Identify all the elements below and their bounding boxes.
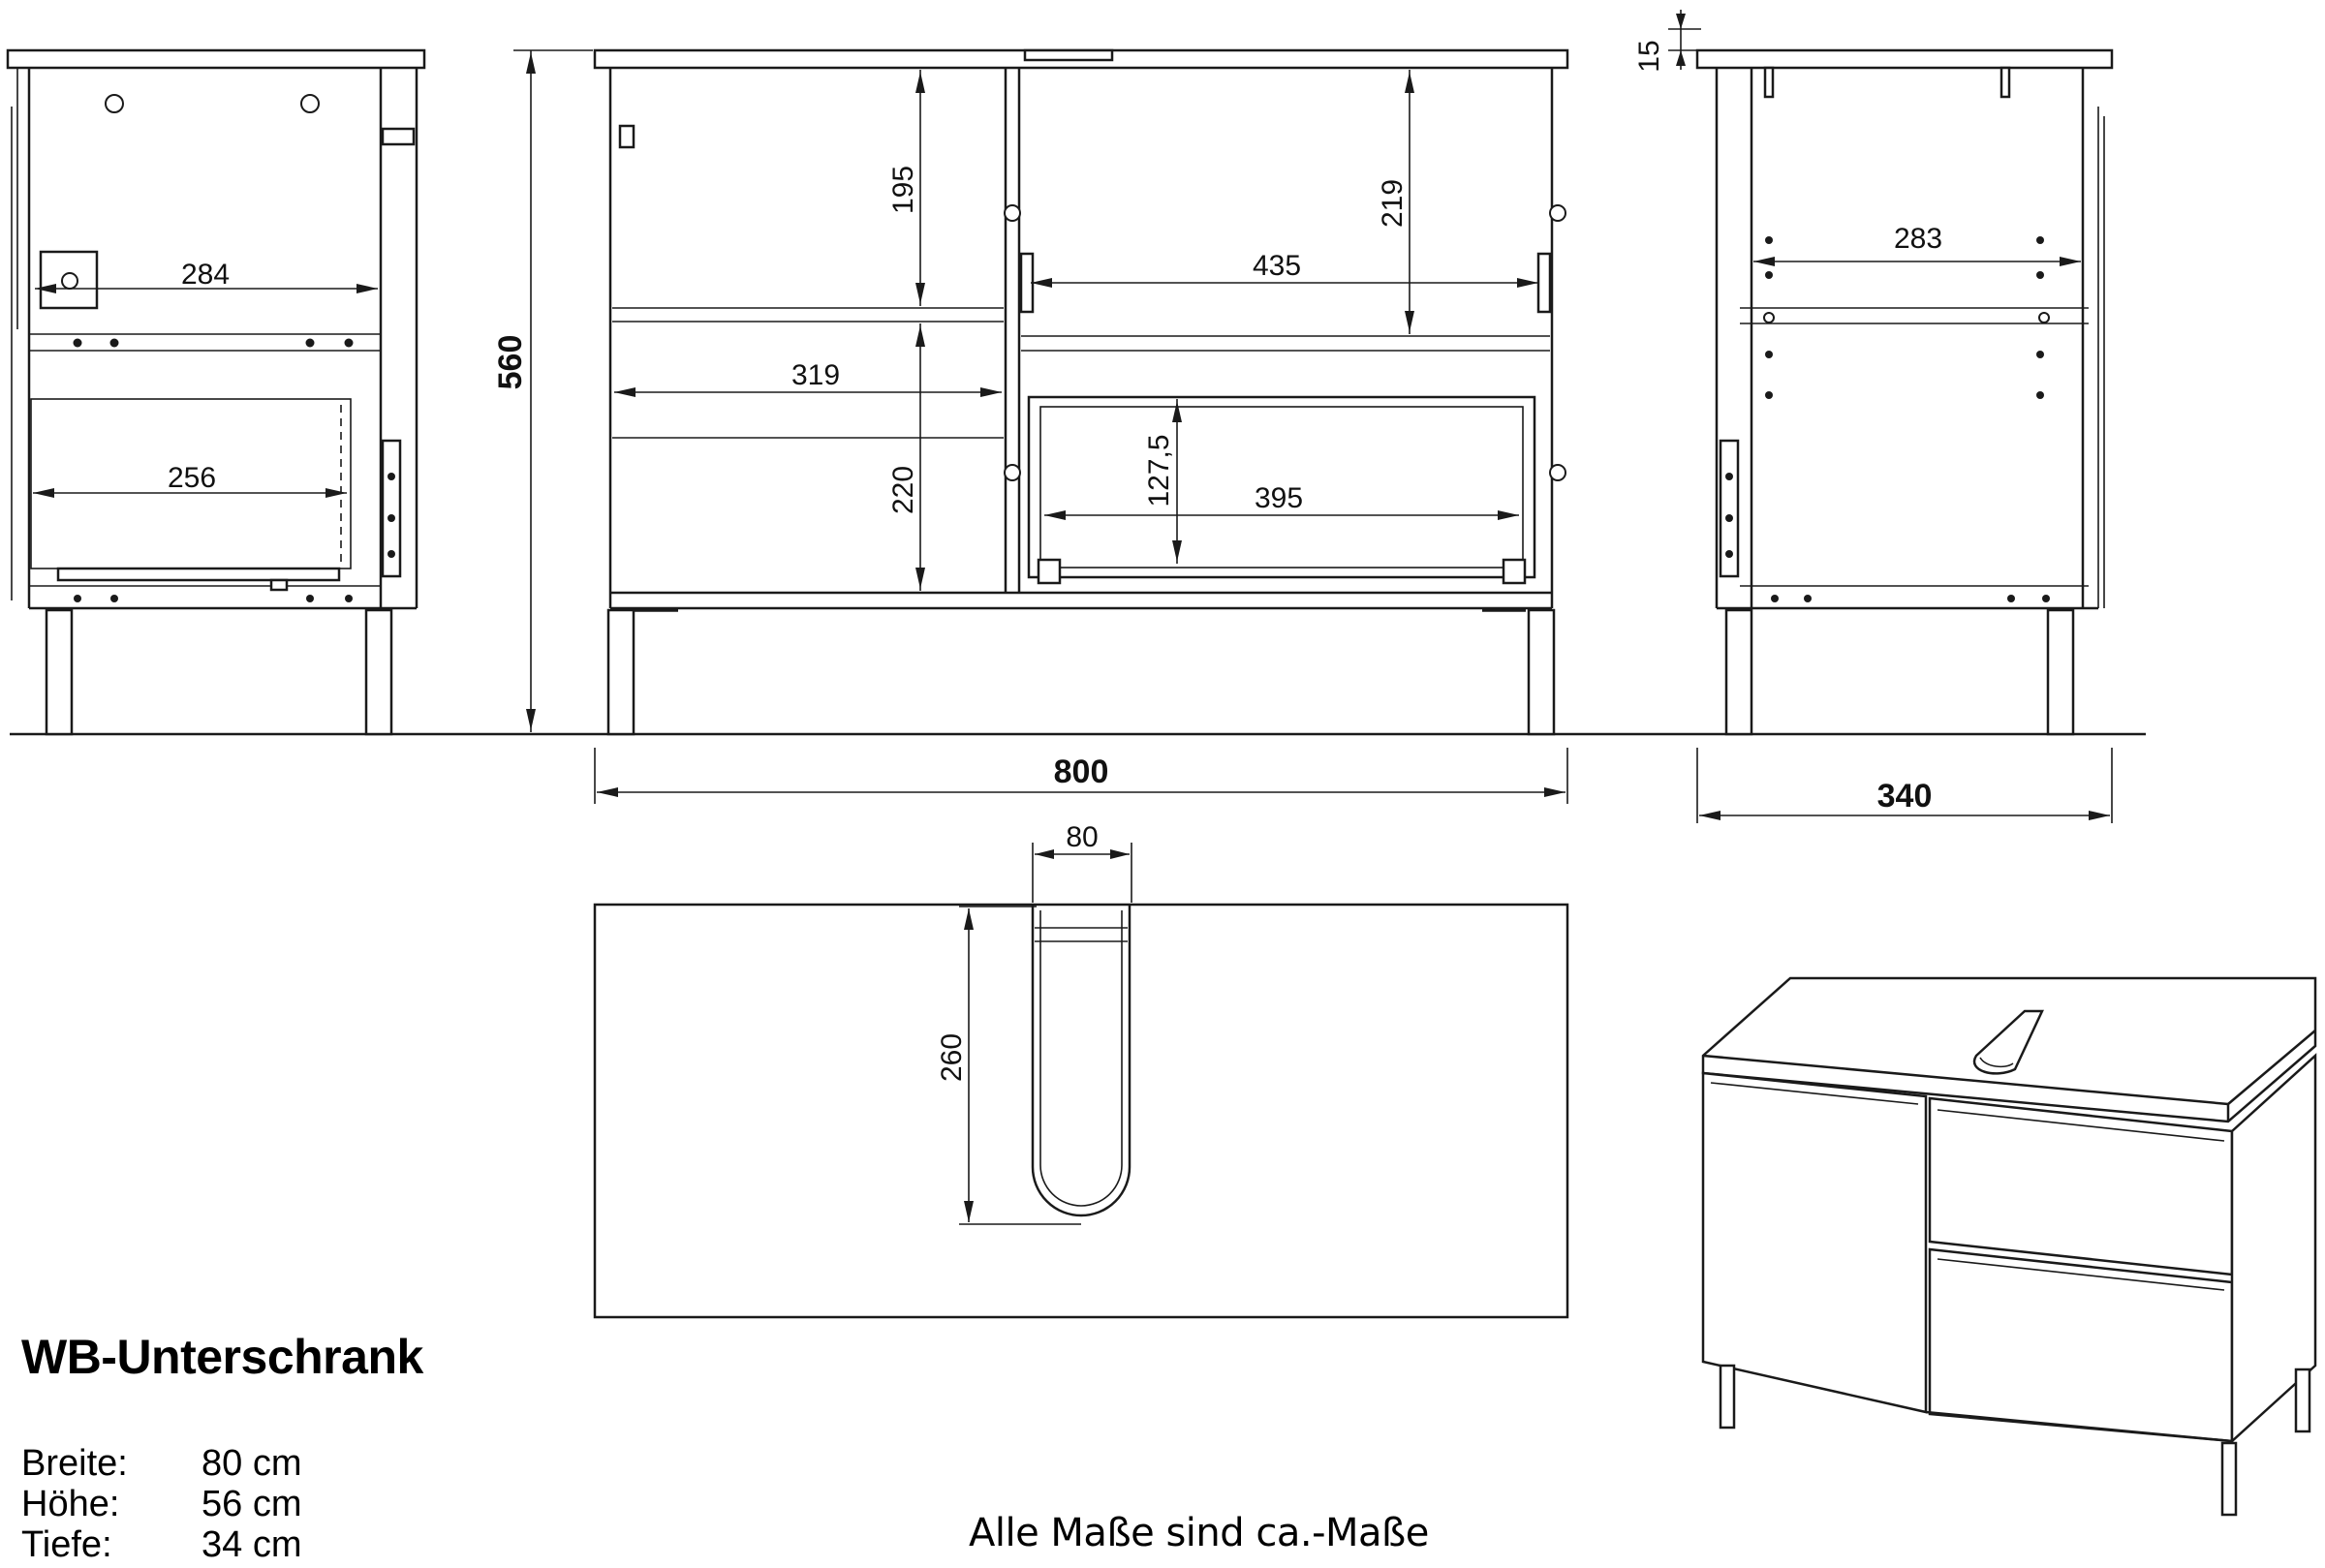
- dim-cutout-depth: 260: [936, 1033, 968, 1082]
- spec-label-depth: Tiefe:: [21, 1524, 112, 1565]
- dim-cutout-width: 80: [1066, 821, 1098, 853]
- dim-side-left-shelf: 284: [181, 259, 230, 291]
- dim-drawer-width: 395: [1255, 482, 1303, 514]
- top-view: 80 260: [593, 821, 1569, 1319]
- measurement-note: Alle Maße sind ca.-Maße: [969, 1511, 1429, 1555]
- dim-side-right-shelf: 283: [1894, 223, 1942, 255]
- spec-value-height: 56 cm: [202, 1484, 302, 1524]
- spec-value-depth: 34 cm: [202, 1524, 302, 1565]
- dim-front-top-left: 195: [887, 166, 919, 214]
- dim-front-top-right: 219: [1377, 179, 1409, 228]
- product-title: WB-Unterschrank: [21, 1330, 423, 1384]
- dim-front-left-width: 319: [791, 359, 840, 391]
- right-side-view: 15 283 340: [1633, 10, 2114, 823]
- dim-total-width: 800: [1054, 753, 1109, 790]
- dim-front-right-width: 435: [1253, 250, 1301, 282]
- front-view: 195 220 319 219 435 127,5 395: [593, 48, 1569, 804]
- dim-total-height: 560: [492, 335, 529, 390]
- spec-label-height: Höhe:: [21, 1484, 120, 1524]
- height-dimension: 560: [492, 49, 593, 732]
- dim-top-thickness: 15: [1633, 40, 1665, 72]
- spec-label-width: Breite:: [21, 1443, 128, 1484]
- dim-front-bottom-left: 220: [887, 466, 919, 514]
- left-side-view: 284 256: [6, 48, 426, 736]
- spec-value-width: 80 cm: [202, 1443, 302, 1484]
- dim-side-left-drawer: 256: [168, 462, 216, 494]
- dim-total-depth: 340: [1877, 778, 1933, 815]
- perspective-view: [1701, 976, 2317, 1517]
- dim-drawer-height: 127,5: [1143, 434, 1175, 507]
